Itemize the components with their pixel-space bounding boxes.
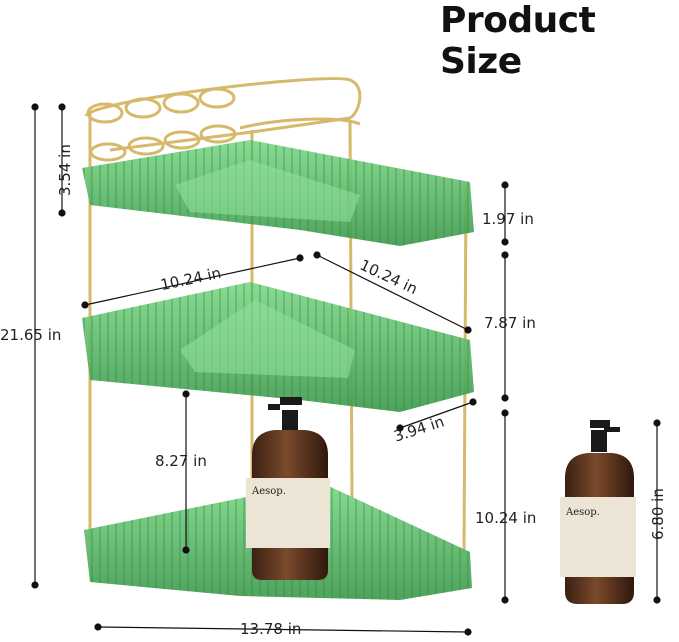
top-rail [84,77,362,162]
soap-bottle-standalone [560,420,636,604]
bottle-label-brand: Aesop. [252,486,286,497]
dimension-lines [31,103,661,636]
bottle-label-brand-standalone: Aesop. [566,507,600,518]
label-lower-clearance: 8.27 in [155,452,207,470]
label-tray-depth: 1.97 in [482,210,534,228]
page-title: Product Size [440,0,596,82]
top-tray [82,140,474,246]
label-top-rail-height: 3.54 in [56,144,74,196]
soap-bottle-on-shelf [246,397,330,580]
label-lower-gap: 10.24 in [475,509,537,527]
label-total-height: 21.65 in [0,326,62,344]
middle-tray [82,282,474,412]
label-upper-gap: 7.87 in [484,314,536,332]
label-base-width: 13.78 in [240,620,302,638]
label-bottle-height: 6.80 in [649,488,667,540]
